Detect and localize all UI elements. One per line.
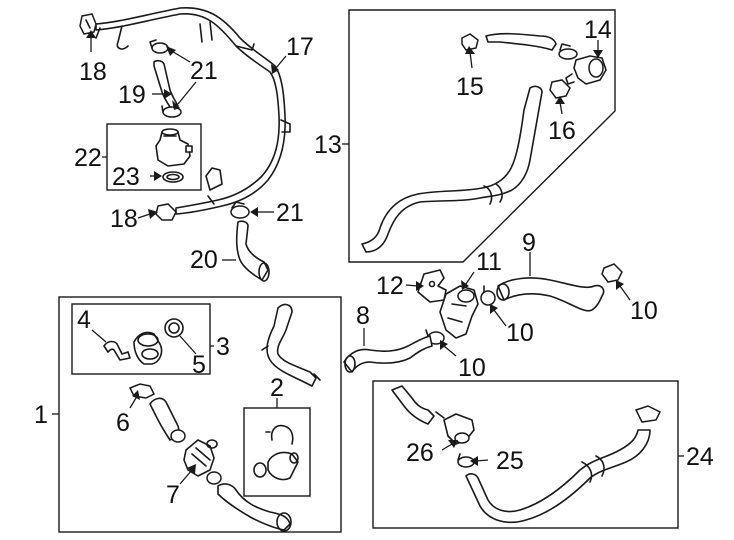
pipe-24-upper-left: [391, 385, 435, 425]
callout-7: 7: [166, 481, 180, 509]
callout-8: 8: [356, 302, 370, 330]
clamp-1-tee: [206, 471, 222, 485]
callout-21-top: 21: [190, 57, 218, 85]
clamp-15: [461, 33, 479, 51]
group-box-1: [58, 296, 342, 533]
callout-23: 23: [112, 163, 140, 191]
coolant-pipe-17: [95, 6, 291, 215]
o-ring-23: [162, 171, 184, 183]
callout-1: 1: [34, 401, 48, 429]
callout-6: 6: [116, 409, 130, 437]
clamp-10-right: [601, 263, 623, 283]
callout-10-left: 10: [458, 354, 486, 382]
pump-22: [155, 128, 193, 167]
callout-9: 9: [522, 229, 536, 257]
hose-20: [235, 220, 269, 281]
clamp-10-middle: [480, 285, 496, 306]
callout-22: 22: [74, 144, 102, 172]
o-ring-5: [164, 318, 184, 338]
clamp-1-lower: [170, 429, 186, 443]
callout-21-lower: 21: [276, 199, 304, 227]
clamp-upper-right-13: [558, 43, 578, 60]
clamp-18-top: [79, 13, 97, 35]
callout-24: 24: [686, 443, 714, 471]
clamp-25: [457, 453, 475, 468]
hose-upper-13: [485, 32, 557, 51]
thermostat-housing-11: [439, 285, 479, 339]
hose-2: [265, 424, 294, 445]
callout-19: 19: [118, 81, 146, 109]
clamp-24-upper-right: [634, 405, 662, 423]
o-ring-2: [253, 462, 267, 478]
callout-11: 11: [476, 248, 502, 276]
hose-13: [361, 85, 543, 253]
connector-2: [267, 451, 299, 481]
callout-17: 17: [286, 33, 314, 61]
callout-25: 25: [496, 447, 524, 475]
callout-2: 2: [270, 374, 284, 402]
clamp-21-lower: [230, 201, 250, 219]
pipe-upper-right-1: [266, 303, 317, 387]
callout-4: 4: [77, 306, 91, 334]
callout-12: 12: [376, 272, 404, 300]
callout-20: 20: [190, 246, 218, 274]
clamp-21-middle: [161, 105, 182, 118]
callout-16: 16: [548, 117, 576, 145]
callout-10-middle: 10: [506, 319, 534, 347]
group-box-2: [243, 407, 311, 497]
leader-lines: [52, 30, 684, 485]
hose-9: [497, 277, 605, 312]
hose-8: [343, 335, 433, 373]
callout-26: 26: [406, 439, 434, 467]
callout-13: 13: [314, 131, 342, 159]
clamp-18-lower: [155, 203, 177, 221]
connector-3: [133, 331, 163, 365]
callout-3: 3: [216, 333, 230, 361]
hose-1-bottom: [217, 483, 291, 531]
tee-7: [183, 439, 218, 477]
group-box-13: [348, 9, 616, 263]
callout-15: 15: [456, 73, 484, 101]
valve-14: [565, 55, 607, 85]
connector-26: [435, 411, 475, 445]
clamp-21-top: [149, 39, 169, 54]
callout-10-right: 10: [630, 297, 658, 325]
callout-18-top: 18: [79, 58, 107, 86]
group-box-24: [372, 380, 679, 529]
hose-24: [465, 429, 651, 524]
callout-14: 14: [584, 16, 612, 44]
bracket-12: [417, 269, 447, 303]
callout-5: 5: [192, 351, 206, 379]
group-box-3: [71, 303, 211, 375]
callout-18-lower: 18: [110, 205, 138, 233]
clamp-16: [549, 79, 571, 99]
hose-4: [103, 340, 131, 361]
